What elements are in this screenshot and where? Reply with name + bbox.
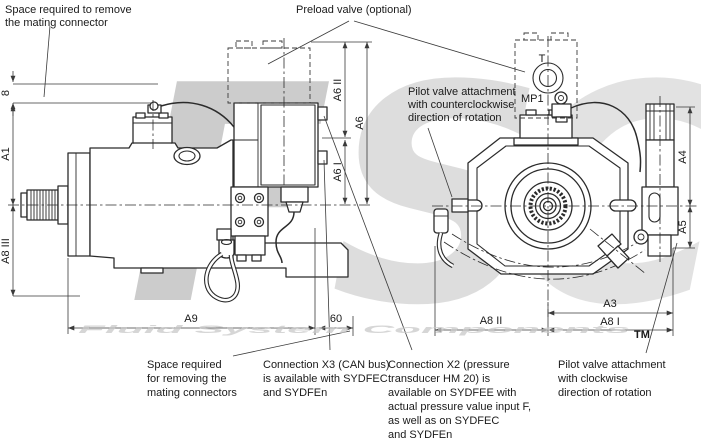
callout-x3-line2: is available with SYDFEC [263,373,388,385]
dim-label-a8-i: A8 I [600,316,620,328]
callout-pilot-ccw-line1: Pilot valve attachment [408,86,516,98]
swing-arc-outer [443,241,646,280]
dim-label-a6-ii: A6 II [332,79,344,102]
dim-label-8: 8 [0,90,12,96]
callout-mating-bottom-line1: Space required [147,359,222,371]
watermark-text-group: Fluid System Components TM [78,324,650,341]
callout-pilot-cw-line1: Pilot valve attachment [558,359,666,371]
preload-valve-outline-left [227,40,311,104]
top-port-inner [178,150,196,162]
leader-lines [43,20,678,357]
callout-x2-line6: and SYDFEn [388,429,452,441]
dimension-lines [10,41,695,336]
sensor-cable [160,101,235,128]
bottom-tab [140,267,164,274]
ccw-hose-core [437,232,454,268]
top-port [173,146,201,166]
callout-mating-bottom-line3: mating connectors [147,387,237,399]
callout-pilot-ccw-line3: direction of rotation [408,112,502,124]
dim-label-a1: A1 [0,147,12,160]
dim-label-60: 60 [330,313,342,325]
housing-octagon-inner [476,145,621,267]
hose-loop-core [205,252,239,302]
control-valve-block [233,102,328,264]
callout-x3-line3: and SYDFEn [263,387,327,399]
swing-arc-inner [451,233,639,268]
callout-pilot-cw-line3: direction of rotation [558,387,652,399]
dim-label-a6-i: A6 I [332,162,344,182]
callout-texts: Space required to remove the mating conn… [5,4,666,441]
drain-fitting [216,228,235,259]
watermark-text: Fluid System Components [78,324,630,336]
callout-x2-line1: Connection X2 (pressure [388,359,510,371]
label-t-port: T [539,53,546,65]
callout-x2-line5: as well as on SYDFEC [388,415,499,427]
slot-right [609,199,637,212]
dim-label-a8-ii: A8 II [480,315,503,327]
dimension-labels: 8 A1 A8 III A6 II A6 I A6 A4 A5 A9 60 A8… [0,79,689,328]
connector-x3 [317,150,328,165]
mounting-flange [67,152,91,257]
swivel-angle-sensor [132,101,235,144]
callout-x3-line1: Connection X3 (CAN bus) [263,359,390,371]
callout-x2-line2: transducer HM 20) is [388,373,491,385]
pilot-valve-bracket [230,186,269,262]
box-connector [280,186,309,203]
dim-label-a8-iii: A8 III [0,238,12,264]
dim-label-a9: A9 [184,313,197,325]
callout-x2-line3: available on SYDFEE with [388,387,516,399]
dim-label-a6: A6 [354,116,366,129]
callout-pilot-cw-line2: with clockwise [557,373,628,385]
centerlines [8,36,697,317]
dim-label-a3: A3 [603,298,616,310]
callout-x2-line4: actual pressure value input F, [388,401,531,413]
connector-x2 [317,106,328,121]
dim-label-a4: A4 [677,150,689,163]
callout-pilot-ccw-line2: with counterclockwise [407,99,514,111]
dim-label-a5: A5 [677,220,689,233]
callout-mating-top-line2: the mating connector [5,17,108,29]
mp1-fitting [551,91,642,173]
box-cable [275,211,295,264]
label-mp1: MP1 [521,93,544,105]
callout-preload-valve: Preload valve (optional) [296,4,412,16]
watermark-tm: TM [634,329,650,341]
callout-mating-bottom-line2: for removing the [147,373,226,385]
callout-mating-top-line1: Space required to remove [5,4,132,16]
mp1-cable [570,101,642,173]
